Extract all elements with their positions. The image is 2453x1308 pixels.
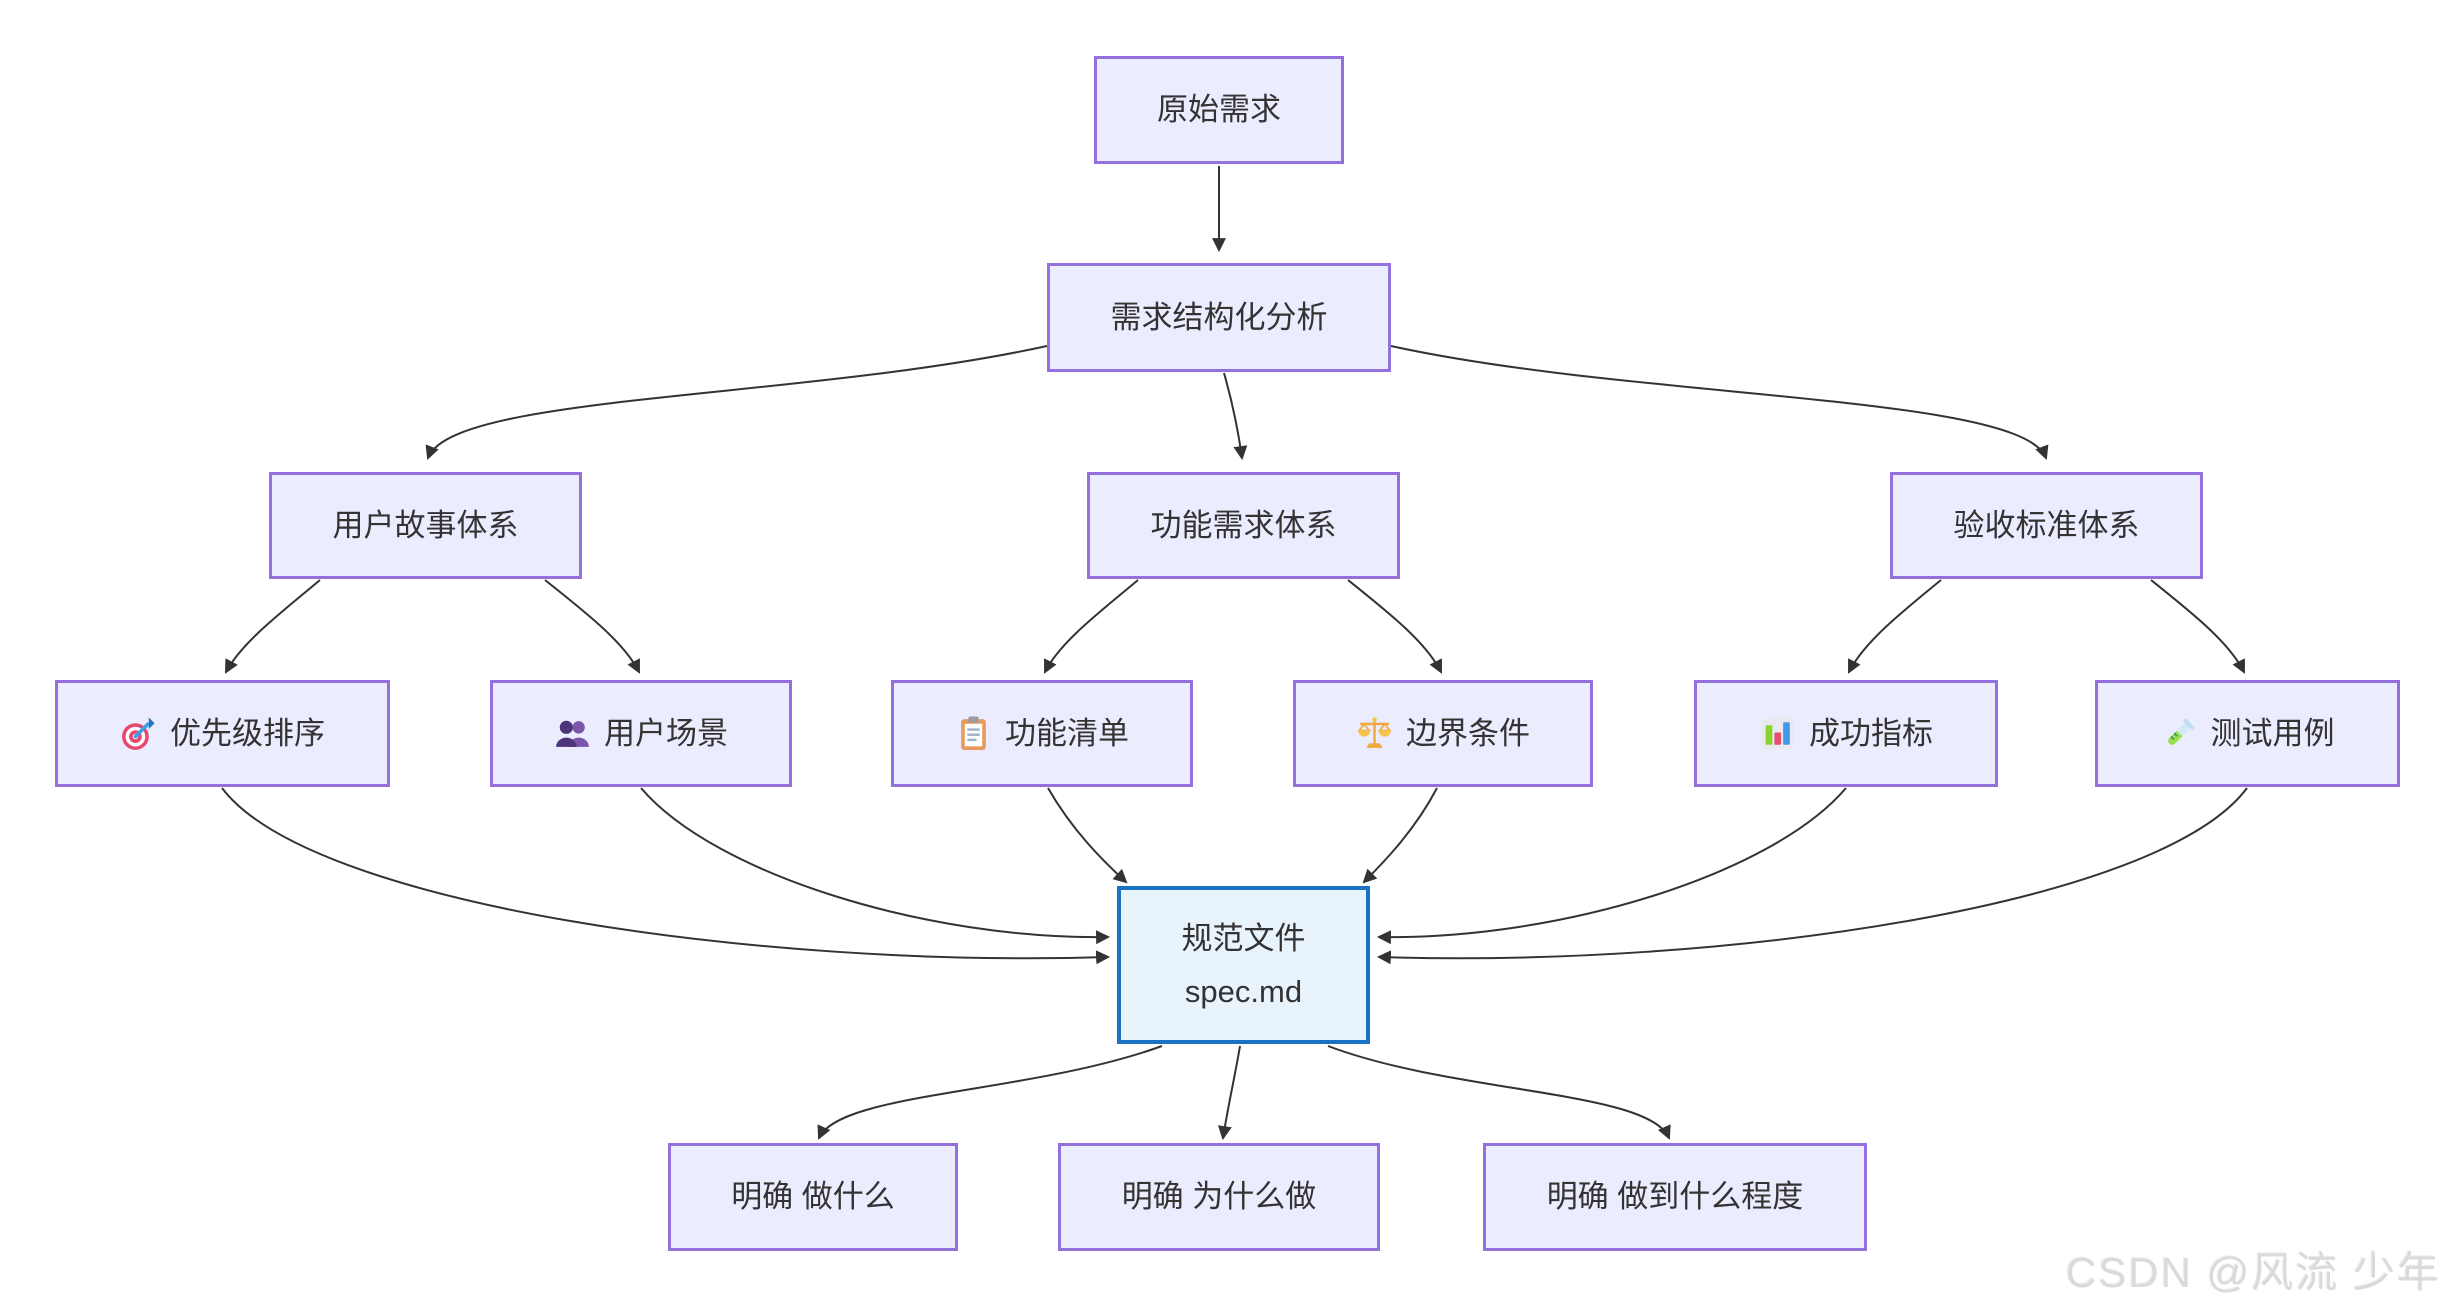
- node-label: 功能需求体系: [1150, 507, 1337, 543]
- node-spec-file: 规范文件 spec.md: [1117, 886, 1370, 1044]
- node-acceptance-criteria-system: 验收标准体系: [1890, 472, 2203, 579]
- edge-metrics-to-spec: [1376, 787, 1847, 945]
- edge-spec-to-why: [1217, 1045, 1241, 1141]
- test-tube-icon: [2161, 715, 2198, 752]
- node-test-cases: 测试用例: [2095, 680, 2400, 787]
- edge-priority-to-spec: [221, 787, 1111, 965]
- node-label: 验收标准体系: [1953, 507, 2140, 543]
- node-boundary-conditions: 边界条件: [1293, 680, 1593, 787]
- spec-file-name: spec.md: [1184, 973, 1303, 1009]
- node-structured-analysis: 需求结构化分析: [1047, 263, 1391, 372]
- node-label: 功能清单: [1005, 715, 1129, 751]
- edge-scenario-to-spec: [640, 787, 1111, 945]
- node-feature-list: 功能清单: [891, 680, 1193, 787]
- node-label: 测试用例: [2210, 715, 2335, 751]
- edge-func-req-to-boundary: [1347, 579, 1442, 674]
- edge-analysis-to-user-story: [425, 345, 1048, 460]
- csdn-watermark: CSDN @风流 少年: [2066, 1249, 2441, 1296]
- node-raw-requirement: 原始需求: [1094, 56, 1344, 164]
- edge-acceptance-to-test-case: [2150, 579, 2245, 674]
- node-clarify-what: 明确 做什么: [668, 1143, 958, 1251]
- node-label: 原始需求: [1157, 92, 1281, 128]
- node-label: 明确 做到什么程度: [1546, 1179, 1804, 1215]
- node-label: 明确 为什么做: [1121, 1179, 1317, 1215]
- node-label: 成功指标: [1809, 715, 1933, 751]
- node-user-scenarios: 用户场景: [490, 680, 792, 787]
- node-label: 需求结构化分析: [1110, 299, 1328, 335]
- bar-chart-icon: [1759, 715, 1796, 752]
- node-label: 优先级排序: [170, 715, 325, 751]
- edge-user-story-to-scenario: [544, 579, 640, 674]
- edge-spec-to-what: [817, 1045, 1163, 1140]
- edge-user-story-to-priority: [225, 579, 321, 674]
- node-user-story-system: 用户故事体系: [269, 472, 582, 579]
- node-clarify-why: 明确 为什么做: [1058, 1143, 1380, 1251]
- node-priority-ranking: 优先级排序: [55, 680, 390, 787]
- clipboard-icon: [955, 715, 992, 752]
- node-label: 用户场景: [604, 715, 728, 751]
- node-functional-req-system: 功能需求体系: [1087, 472, 1400, 579]
- node-label: 边界条件: [1406, 715, 1530, 751]
- edge-func-req-to-feature-list: [1044, 579, 1139, 674]
- edge-analysis-to-func-req: [1223, 372, 1248, 461]
- target-dart-icon: [120, 715, 157, 752]
- edge-feature-list-to-spec: [1047, 787, 1128, 884]
- node-clarify-extent: 明确 做到什么程度: [1483, 1143, 1867, 1251]
- users-icon: [554, 715, 591, 752]
- node-label: 用户故事体系: [332, 507, 519, 543]
- edge-analysis-to-acceptance: [1390, 345, 2049, 460]
- edge-spec-to-extent: [1327, 1045, 1671, 1140]
- spec-file-title: 规范文件: [1181, 921, 1306, 957]
- edge-acceptance-to-metrics: [1848, 579, 1942, 674]
- balance-scale-icon: [1356, 715, 1393, 752]
- edge-boundary-to-spec: [1362, 787, 1438, 884]
- node-label: 明确 做什么: [731, 1179, 895, 1215]
- edge-test-case-to-spec: [1376, 787, 2248, 965]
- node-success-metrics: 成功指标: [1694, 680, 1998, 787]
